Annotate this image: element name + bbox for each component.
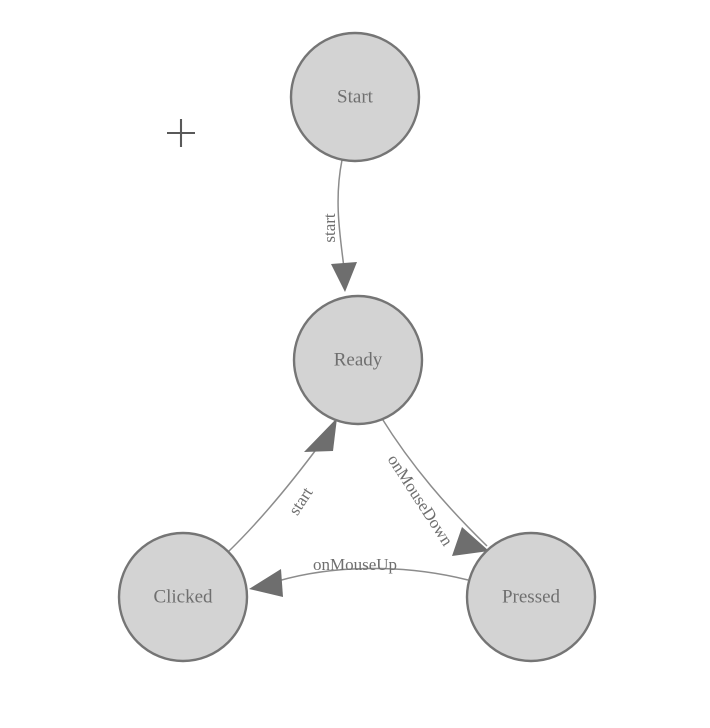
edge-ready-to-pressed-label: onMouseDown — [384, 451, 457, 550]
node-start-label: Start — [337, 86, 374, 107]
edge-pressed-to-clicked-path — [277, 567, 469, 582]
edge-clicked-to-ready[interactable]: start — [228, 418, 337, 552]
edge-start-to-ready-arrowhead — [331, 262, 357, 292]
node-ready-circle[interactable] — [292, 294, 424, 426]
node-pressed-label: Pressed — [502, 586, 561, 607]
edge-start-to-ready-path — [337, 159, 345, 269]
node-start[interactable]: Start — [289, 31, 421, 163]
node-clicked[interactable]: Clicked — [117, 531, 249, 663]
node-ready[interactable]: Ready — [292, 294, 424, 426]
node-ready-label: Ready — [334, 349, 383, 370]
node-clicked-circle[interactable] — [117, 531, 249, 663]
edge-clicked-to-ready-path — [228, 442, 322, 552]
edge-pressed-to-clicked-label: onMouseUp — [313, 555, 397, 574]
crosshair-cursor-icon — [167, 119, 195, 147]
edge-pressed-to-clicked-arrowhead — [249, 569, 283, 597]
node-pressed[interactable]: Pressed — [465, 531, 597, 663]
edge-start-to-ready[interactable]: start — [320, 159, 357, 292]
edge-ready-to-pressed-arrowhead — [452, 527, 489, 556]
edge-clicked-to-ready-arrowhead — [304, 418, 337, 452]
edge-clicked-to-ready-label: start — [285, 483, 317, 518]
edge-start-to-ready-label: start — [320, 213, 339, 243]
node-pressed-circle[interactable] — [465, 531, 597, 663]
edge-ready-to-pressed-path — [380, 416, 488, 547]
node-clicked-label: Clicked — [153, 586, 213, 607]
edge-ready-to-pressed[interactable]: onMouseDown — [380, 416, 489, 556]
node-start-circle[interactable] — [289, 31, 421, 163]
edge-pressed-to-clicked[interactable]: onMouseUp — [249, 555, 469, 597]
